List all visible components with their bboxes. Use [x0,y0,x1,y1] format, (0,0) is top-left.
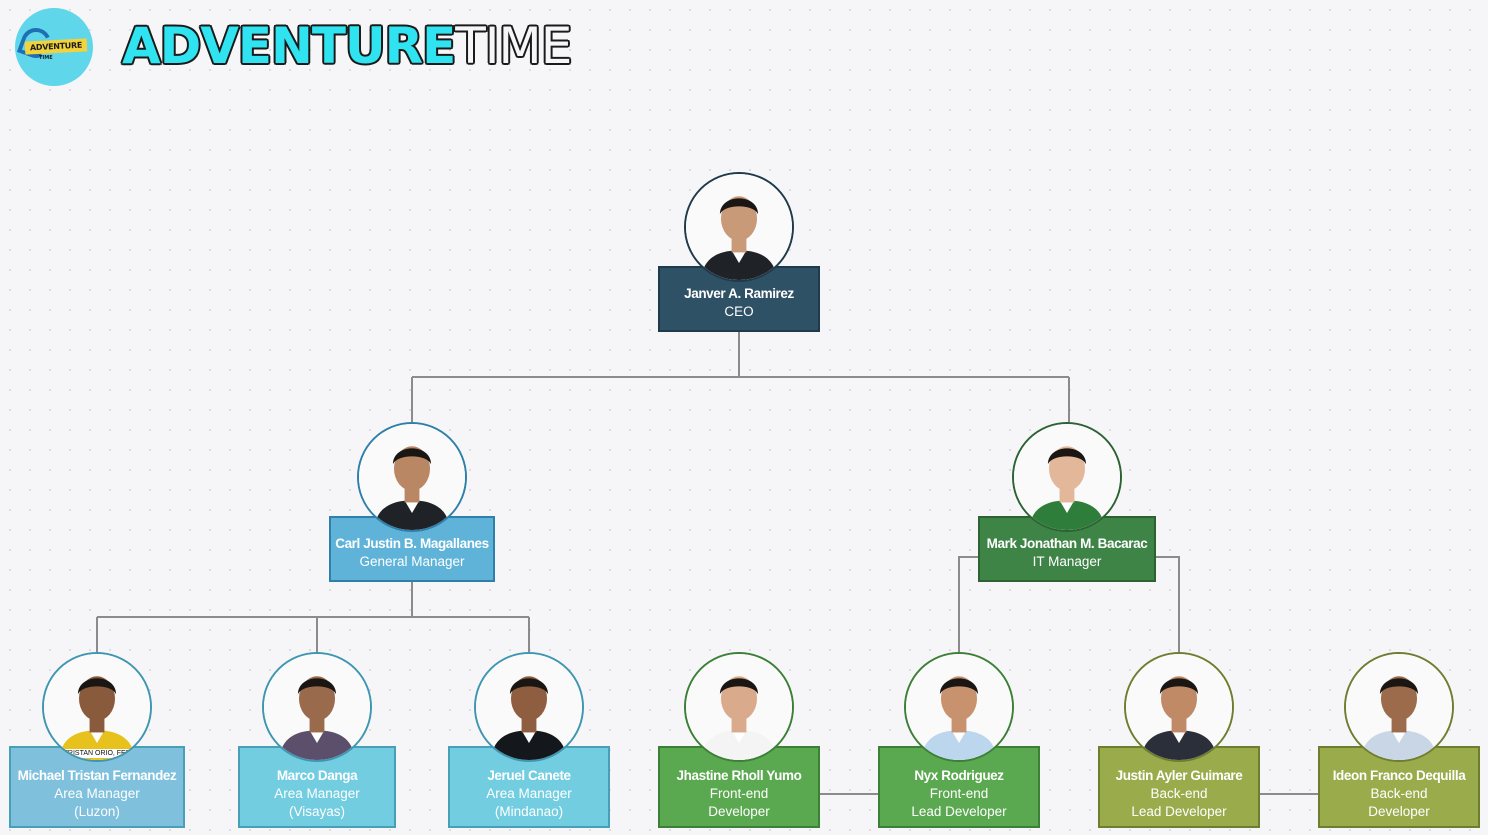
person-photo [1346,654,1452,760]
connector-gm-areas [96,582,530,652]
person-name: Justin Ayler Guimare [1115,768,1243,783]
profile-photo-be-dev [1344,652,1454,762]
company-logo: ADVENTURE TIME [15,8,93,86]
person-photo [686,174,792,280]
person-name: Mark Jonathan M. Bacarac [986,536,1148,551]
profile-photo-mindanao [474,652,584,762]
person-role-line: (Luzon) [74,804,120,819]
person-name: Marco Danga [276,768,358,783]
profile-photo-fe-lead [904,652,1014,762]
profile-photo-ceo [684,172,794,282]
person-photo [906,654,1012,760]
person-name: Ideon Franco Dequilla [1332,768,1466,783]
brand-title: ADVENTURETIME [122,16,572,76]
profile-photo-gm [357,422,467,532]
person-photo [686,654,792,760]
person-role-line: (Visayas) [288,804,346,819]
person-role-line: Back-end [1150,786,1208,801]
connector-it-leads [958,556,1180,652]
brand-title-bold: ADVENTURE [122,17,456,75]
profile-photo-fe-dev [684,652,794,762]
person-photo [1126,654,1232,760]
person-role-line: CEO [724,304,754,319]
person-role-line: Back-end [1370,786,1428,801]
person-role-line: Area Manager [54,786,140,801]
profile-photo-luzon: L TRISTAN ORIO, FERN [42,652,152,762]
brand-title-light: TIME [455,17,572,75]
profile-photo-be-lead [1124,652,1234,762]
person-name: Jhastine Rholl Yumo [676,768,802,783]
person-photo [359,424,465,530]
person-role-line: Area Manager [274,786,360,801]
person-role-line: IT Manager [1032,554,1102,569]
person-role-line: General Manager [359,554,465,569]
connector-ceo-managers [411,332,1070,422]
photo-caption: L TRISTAN ORIO, FERN [44,749,150,758]
person-role-line: Lead Developer [911,804,1007,819]
person-role-line: Area Manager [486,786,572,801]
person-role-line: Front-end [929,786,989,801]
logo-subtext: TIME [39,55,53,61]
person-photo [1014,424,1120,530]
person-name: Janver A. Ramirez [684,286,794,301]
person-photo [476,654,582,760]
person-name: Michael Tristan Fernandez [17,768,177,783]
person-role-line: Developer [1368,804,1430,819]
person-photo [44,654,150,760]
person-role-line: Front-end [709,786,769,801]
profile-photo-visayas [262,652,372,762]
person-role-line: (Mindanao) [494,804,564,819]
profile-photo-it [1012,422,1122,532]
person-role-line: Developer [708,804,770,819]
person-name: Carl Justin B. Magallanes [335,536,489,551]
person-name: Jeruel Canete [487,768,571,783]
person-photo [264,654,370,760]
person-name: Nyx Rodriguez [914,768,1004,783]
person-role-line: Lead Developer [1131,804,1227,819]
